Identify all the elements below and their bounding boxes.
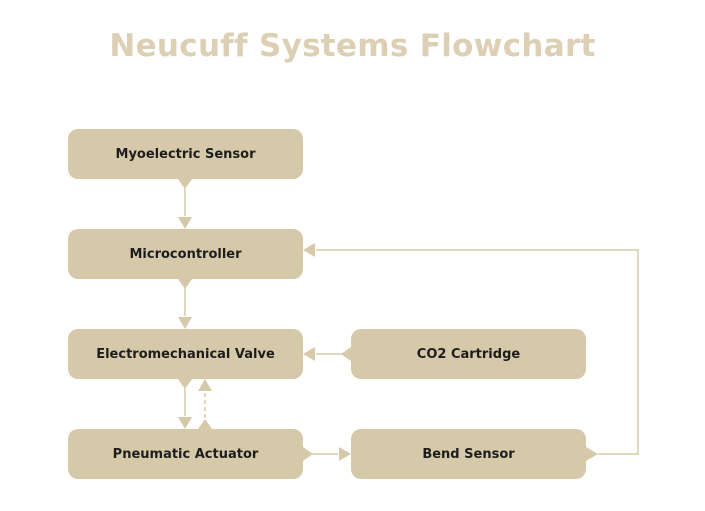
arrow-tail-actuator-right	[303, 447, 313, 461]
arrow-head-valve-right	[303, 347, 315, 361]
node-bend-sensor: Bend Sensor	[351, 429, 586, 479]
arrow-head-actuator-top	[178, 417, 192, 429]
node-pneumatic-actuator: Pneumatic Actuator	[68, 429, 303, 479]
node-microcontroller: Microcontroller	[68, 229, 303, 279]
diagram-title: Neucuff Systems Flowchart	[109, 28, 596, 64]
node-co2-cartridge: CO2 Cartridge	[351, 329, 586, 379]
arrow-tail-valve-bottom	[178, 379, 192, 389]
arrow-head-microcontroller-top	[178, 217, 192, 229]
node-electromechanical-valve: Electromechanical Valve	[68, 329, 303, 379]
arrow-head-bend-left	[339, 447, 351, 461]
arrow-head-valve-bottom	[198, 379, 212, 391]
arrow-head-valve-top	[178, 317, 192, 329]
node-myoelectric-sensor: Myoelectric Sensor	[68, 129, 303, 179]
arrow-tail-actuator-top	[198, 419, 212, 429]
arrow-head-microcontroller-right	[303, 243, 315, 257]
arrow-tail-bend-right	[586, 447, 598, 461]
arrow-tail-sensor	[178, 179, 192, 189]
arrow-tail-microcontroller	[178, 279, 192, 289]
edge-bend-to-microcontroller	[316, 249, 639, 455]
arrow-tail-co2	[341, 347, 351, 361]
